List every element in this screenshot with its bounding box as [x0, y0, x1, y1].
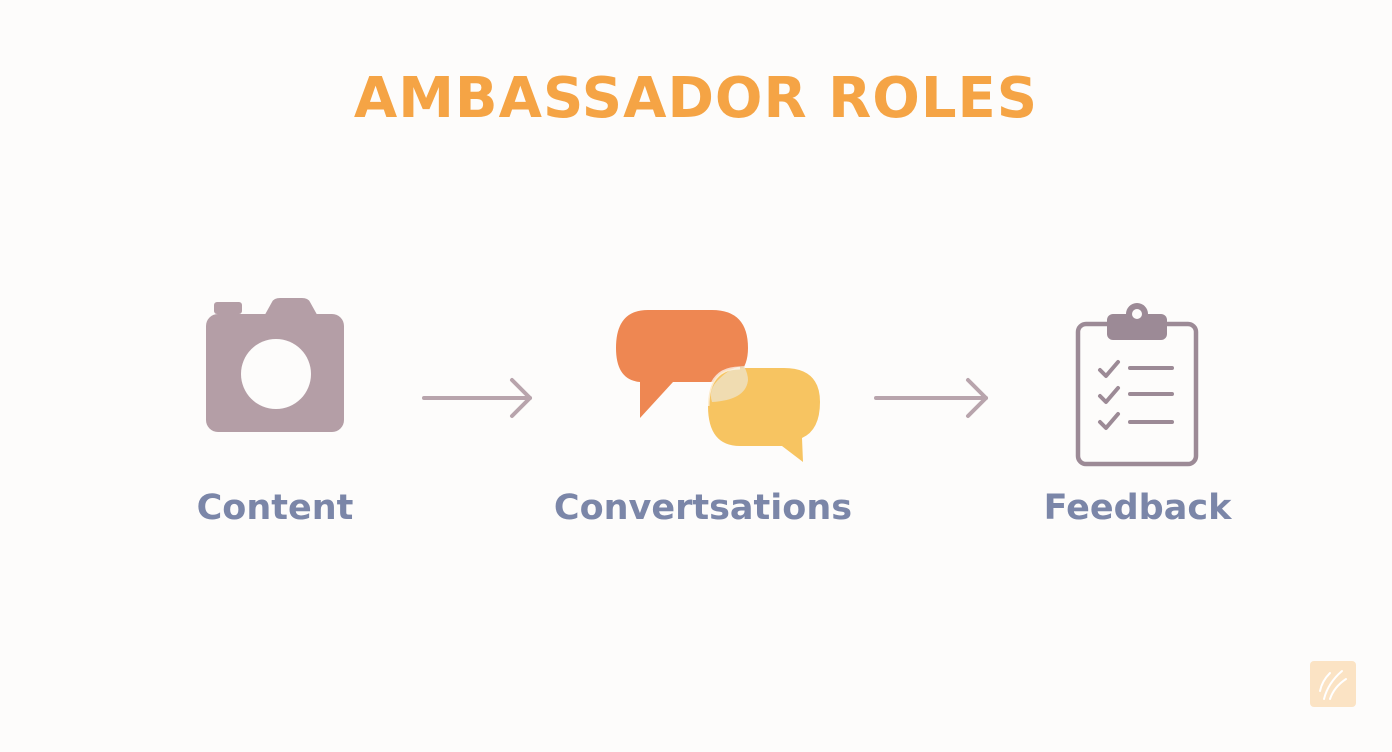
step-feedback: Feedback	[1020, 290, 1255, 550]
chat-bubbles-icon	[548, 290, 858, 470]
step-label-conversations: Convertsations	[553, 488, 853, 528]
arrow-right-icon	[420, 376, 536, 424]
camera-icon	[150, 290, 400, 440]
watermark-logo-icon	[1310, 661, 1356, 707]
diagram-title: AMBASSADOR ROLES	[353, 66, 1039, 131]
step-label-content: Content	[196, 488, 354, 528]
arrow-right-icon	[872, 376, 992, 424]
clipboard-checklist-icon	[1020, 290, 1255, 470]
step-content: Content	[150, 290, 400, 550]
step-conversations: Convertsations	[548, 290, 858, 550]
step-label-feedback: Feedback	[1043, 488, 1232, 528]
